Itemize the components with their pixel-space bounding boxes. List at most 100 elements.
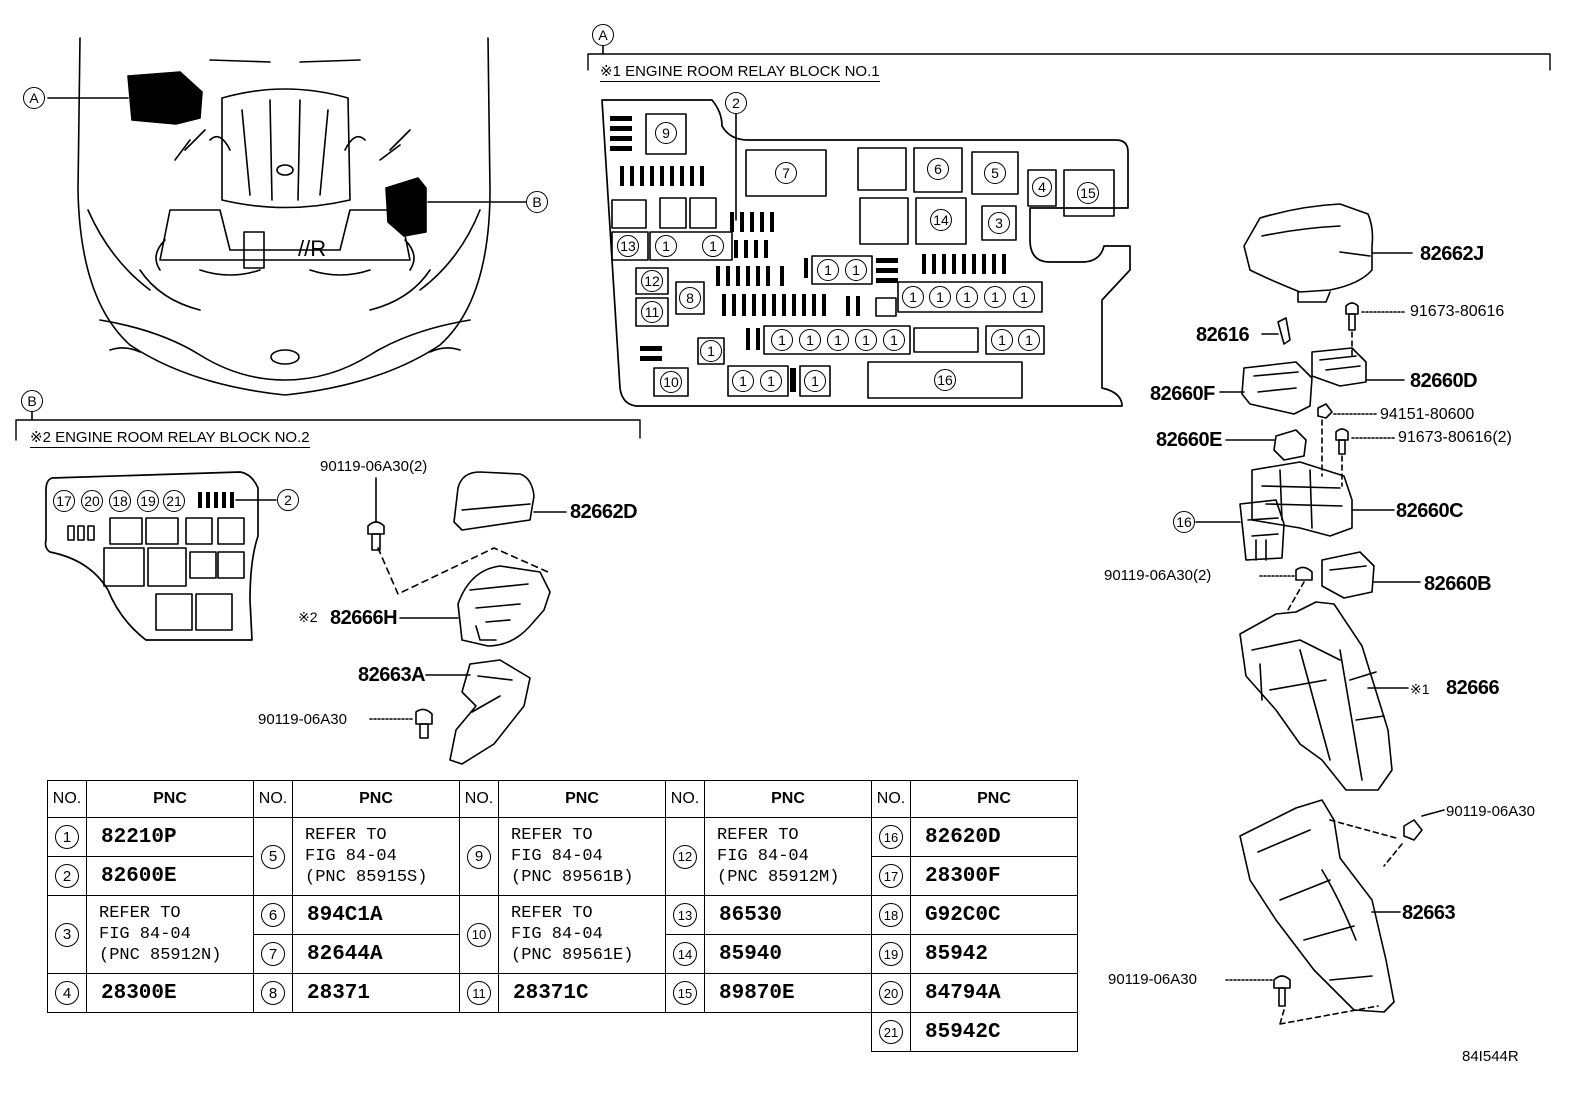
part-82666-label: 82666 — [1446, 677, 1500, 699]
engine-view-tag-b: B — [526, 191, 548, 213]
pnc-row-no: 11 — [459, 973, 499, 1013]
pnc-row-no: 12 — [665, 817, 705, 896]
pnc-value: 89870E — [704, 973, 872, 1013]
section-a-title: ※1 ENGINE ROOM RELAY BLOCK NO.1 — [600, 63, 880, 82]
bolt-90119-06a30-2-right-label: 90119-06A30(2) — [1104, 567, 1212, 584]
nut-94151-80600-label: 94151-80600 — [1380, 406, 1475, 423]
block1-pos-1: 1 — [1013, 286, 1035, 308]
block1-pos-1: 1 — [1018, 329, 1040, 351]
pnc-value: 82620D — [910, 817, 1078, 857]
pnc-value: 85942 — [910, 934, 1078, 974]
row-number-circle: 15 — [673, 981, 697, 1005]
block2-pos-21: 21 — [163, 490, 185, 512]
part-82666h-label: 82666H — [330, 607, 398, 629]
part-82660d-label: 82660D — [1410, 370, 1478, 392]
pnc-value: 82210P — [86, 817, 254, 857]
pnc-value: 85940 — [704, 934, 872, 974]
right-exploded-parts — [1195, 203, 1445, 1025]
block2-pos-17: 17 — [53, 490, 75, 512]
row-number-circle: 13 — [673, 903, 697, 927]
row-number-circle: 14 — [673, 942, 697, 966]
part-82663-label: 82663 — [1402, 902, 1456, 924]
part-82660f-label: 82660F — [1150, 383, 1215, 405]
row-number-circle: 5 — [261, 844, 285, 869]
part-82660b-label: 82660B — [1424, 573, 1492, 595]
row-number-circle: 4 — [55, 981, 79, 1005]
pnc-row-no: 16 — [871, 817, 911, 857]
row-number-circle: 12 — [673, 844, 697, 869]
pnc-row-no: 15 — [665, 973, 705, 1013]
block1-pos-7: 7 — [775, 162, 797, 184]
block1-pos-14: 14 — [930, 209, 952, 231]
pnc-row-no: 10 — [459, 895, 499, 974]
pnc-row-no: 14 — [665, 934, 705, 974]
block1-pos-1: 1 — [956, 286, 978, 308]
block1-pos-1: 1 — [702, 235, 724, 257]
part-82662j-label: 82662J — [1420, 243, 1484, 265]
relay-block-no2-fuse-bars — [198, 492, 234, 508]
pnc-row-no: 21 — [871, 1012, 911, 1052]
block1-pos-5: 5 — [984, 162, 1006, 184]
pnc-row-no: 4 — [47, 973, 87, 1013]
pnc-value: 82644A — [292, 934, 460, 974]
pnc-value: 82600E — [86, 856, 254, 896]
empty-cell — [254, 1013, 460, 1052]
row-number-circle: 20 — [879, 981, 903, 1005]
block1-pos-1: 1 — [655, 235, 677, 257]
pnc-value: 28300F — [910, 856, 1078, 896]
block2-callout-2: 2 — [277, 489, 299, 511]
block1-pos-3: 3 — [988, 212, 1010, 234]
relay-block-no1 — [601, 99, 1131, 407]
header-pnc: PNC — [292, 780, 460, 818]
header-no: NO. — [871, 780, 911, 818]
row-number-circle: 8 — [261, 981, 285, 1005]
pnc-value: G92C0C — [910, 895, 1078, 935]
left-exploded-parts — [367, 471, 567, 765]
bolt-90119-06a30-right-label: 90119-06A30 — [1446, 803, 1535, 820]
figure-code: 84I544R — [1462, 1048, 1519, 1065]
pnc-value: 28300E — [86, 973, 254, 1013]
part-82660e-label: 82660E — [1156, 429, 1222, 451]
block2-pos-20: 20 — [81, 490, 103, 512]
pnc-row-no: 18 — [871, 895, 911, 935]
bolt-90119-06a30-label: 90119-06A30 — [258, 711, 347, 728]
pnc-row-no: 20 — [871, 973, 911, 1013]
block1-pos-4: 4 — [1032, 177, 1052, 197]
block1-pos-1: 1 — [902, 286, 924, 308]
part-82666-mark: ※1 — [1410, 681, 1430, 697]
part-16-callout: 16 — [1173, 511, 1195, 533]
relay-block-no2 — [44, 471, 277, 641]
block1-pos-1: 1 — [732, 370, 754, 392]
header-pnc: PNC — [704, 780, 872, 818]
block1-callout-2: 2 — [725, 92, 747, 114]
pnc-row-no: 6 — [253, 895, 293, 935]
empty-cell — [460, 1013, 666, 1052]
pnc-value: 84794A — [910, 973, 1078, 1013]
row-number-circle: 6 — [261, 903, 285, 927]
header-no: NO. — [665, 780, 705, 818]
block1-pos-1: 1 — [804, 370, 826, 392]
row-number-circle: 10 — [467, 922, 491, 947]
block1-pos-13: 13 — [617, 235, 639, 257]
row-number-circle: 18 — [879, 903, 903, 927]
pnc-value: 894C1A — [292, 895, 460, 935]
row-number-circle: 11 — [467, 981, 491, 1005]
pnc-value: 28371 — [292, 973, 460, 1013]
row-number-circle: 17 — [879, 864, 903, 888]
pnc-row-no: 13 — [665, 895, 705, 935]
block1-pos-1: 1 — [817, 259, 839, 281]
part-82666h-mark: ※2 — [298, 609, 318, 625]
block1-pos-11: 11 — [641, 301, 663, 323]
block2-pos-18: 18 — [109, 490, 131, 512]
header-no: NO. — [47, 780, 87, 818]
svg-text://R: //R — [298, 236, 326, 261]
part-82660c-label: 82660C — [1396, 500, 1464, 522]
